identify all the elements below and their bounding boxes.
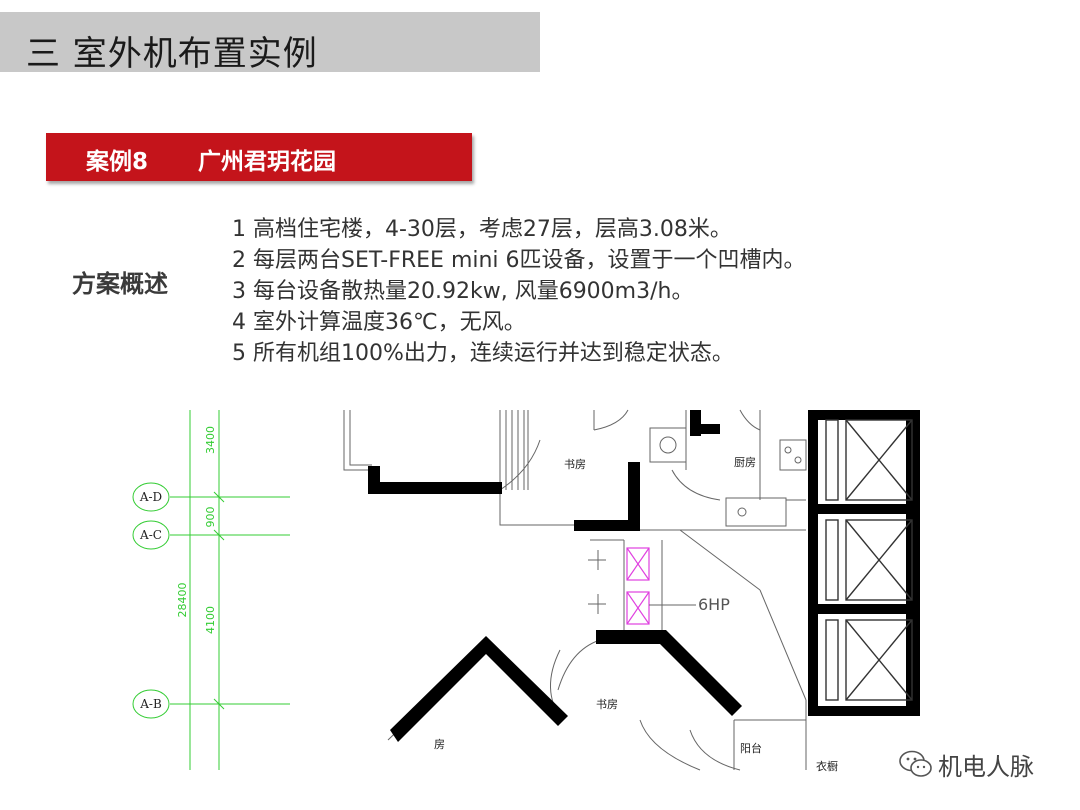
elevator-shafts (825, 419, 913, 701)
watermark: 机电人脉 (898, 746, 1034, 782)
page-title: 三 室外机布置实例 (26, 34, 318, 74)
title-bar: 三 室外机布置实例 (0, 12, 540, 74)
axis-bubble (132, 520, 170, 550)
room-label: 书房 (564, 458, 586, 471)
dimension-label: 900 (204, 507, 217, 528)
outdoor-units (626, 547, 650, 625)
room-label: 厨房 (734, 456, 756, 469)
case-name: 广州君玥花园 (198, 149, 336, 175)
overview-item: 3 每台设备散热量20.92kw, 风量6900m3/h。 (232, 279, 694, 304)
axis-label: A-C (139, 528, 162, 542)
outdoor-unit (626, 547, 650, 581)
dimension-label: 3400 (204, 426, 217, 454)
overview-item: 5 所有机组100%出力，连续运行并达到稳定状态。 (232, 341, 734, 366)
floor-plan-drawing: A-D A-C A-B 3400 900 28400 4100 (132, 409, 920, 772)
watermark-text: 机电人脉 (938, 752, 1034, 781)
axis-label: A-B (139, 697, 162, 711)
axis-grid (170, 410, 290, 770)
overview-item: 1 高档住宅楼，4-30层，考虑27层，层高3.08米。 (232, 217, 732, 242)
overview-item: 2 每层两台SET-FREE mini 6匹设备，设置于一个凹槽内。 (232, 248, 806, 273)
dimension-label: 28400 (176, 583, 189, 618)
overview-list: 1 高档住宅楼，4-30层，考虑27层，层高3.08米。 2 每层两台SET-F… (232, 214, 806, 369)
axis-bubbles (132, 482, 170, 719)
wechat-icon (899, 750, 932, 777)
outdoor-unit (626, 591, 650, 625)
room-label: 衣橱 (816, 759, 838, 772)
overview-item: 4 室外计算温度36℃，无风。 (232, 310, 526, 335)
dimension-label: 4100 (204, 606, 217, 634)
axis-label: A-D (139, 490, 162, 504)
thin-walls (343, 409, 807, 771)
case-banner: 案例8 广州君玥花园 (46, 133, 472, 181)
unit-label: 6HP (698, 595, 730, 614)
room-label: 书房 (596, 698, 618, 711)
axis-bubble (132, 689, 170, 719)
case-number: 案例8 (86, 149, 149, 175)
room-label: 房 (434, 738, 445, 751)
axis-bubble (132, 482, 170, 512)
overview-label: 方案概述 (72, 270, 168, 298)
room-label: 阳台 (740, 741, 762, 755)
thick-walls (368, 410, 920, 742)
